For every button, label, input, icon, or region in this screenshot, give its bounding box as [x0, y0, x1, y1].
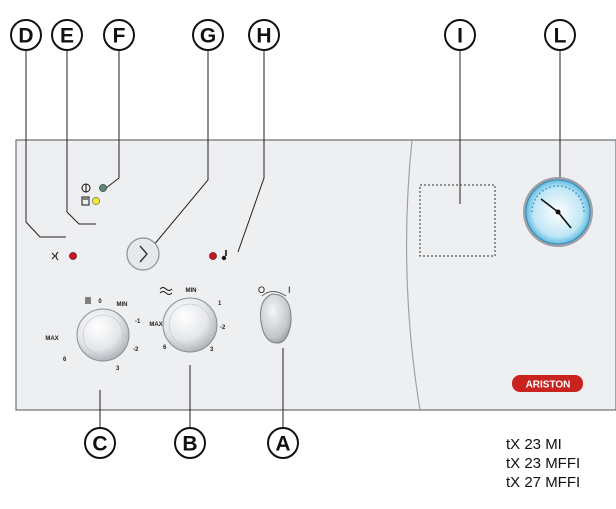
model-label: tX 23 MI [506, 436, 562, 453]
dhw-temperature-knob[interactable] [162, 297, 218, 353]
heating-tick-3: 3 [116, 366, 120, 372]
heating-tick-min: MIN [117, 302, 128, 308]
heating-tick-2: -2 [133, 347, 139, 353]
heating-tick-max: MAX [45, 336, 58, 342]
svg-text:F: F [113, 25, 126, 48]
leader-G [152, 50, 209, 247]
svg-text:A: A [275, 433, 290, 456]
svg-text:B: B [182, 433, 197, 456]
radiator-icon [85, 297, 91, 304]
svg-text:H: H [256, 25, 271, 48]
heating-temperature-knob[interactable] [76, 308, 130, 362]
leader-D [25, 50, 66, 238]
leader-F [105, 50, 120, 189]
ariston-logo: ARISTON [512, 375, 583, 392]
fault-led [92, 197, 100, 205]
heating-tick-1: -1 [135, 319, 141, 325]
svg-text:C: C [92, 433, 107, 456]
dhw-tick-2: -2 [220, 325, 226, 331]
heating-tick-0: 0 [98, 299, 102, 305]
dhw-tick-max: MAX [149, 322, 162, 328]
boiler-panel [15, 139, 616, 411]
flame-led [69, 252, 77, 260]
leader-E [66, 50, 96, 225]
flame-lockout-icon [51, 251, 59, 261]
temperature-led [209, 252, 217, 260]
chevron-right-icon [139, 245, 148, 263]
switch-off-label: O [258, 285, 265, 295]
model-label: tX 27 MFFI [506, 474, 581, 491]
callout-H: H [248, 19, 280, 51]
svg-text:D: D [18, 25, 33, 48]
thermometer-icon [221, 250, 227, 261]
switch-on-label: I [288, 285, 291, 295]
callout-L: L [544, 19, 576, 51]
callout-E: E [51, 19, 83, 51]
gauge-needle [540, 198, 559, 213]
switch-arc [261, 291, 287, 297]
callout-G: G [192, 19, 224, 51]
dhw-tick-min: MIN [186, 288, 197, 294]
callout-C: C [84, 427, 116, 459]
callout-D: D [10, 19, 42, 51]
dhw-tick-3: 3 [210, 347, 214, 353]
callout-F: F [103, 19, 135, 51]
callout-I: I [444, 19, 476, 51]
svg-text:L: L [554, 25, 567, 48]
power-icon [81, 183, 91, 193]
callout-A: A [267, 427, 299, 459]
dhw-tick-6: 6 [163, 345, 167, 351]
dhw-tick-1: 1 [218, 301, 222, 307]
model-label: tX 23 MFFI [506, 455, 581, 472]
pressure-gauge [523, 177, 593, 247]
gauge-set-needle [557, 211, 572, 229]
callout-B: B [174, 427, 206, 459]
leader-lines [25, 50, 561, 428]
display-window [419, 184, 496, 257]
reset-button[interactable] [126, 237, 160, 271]
svg-text:G: G [200, 25, 216, 48]
water-waves-icon [159, 287, 173, 295]
reset-lock-icon [81, 196, 90, 206]
heating-tick-6: 6 [63, 357, 67, 363]
leader-H [237, 50, 265, 253]
svg-text:ARISTON: ARISTON [526, 380, 571, 391]
main-power-switch[interactable] [260, 293, 292, 344]
svg-text:I: I [457, 25, 463, 48]
svg-text:E: E [60, 25, 74, 48]
power-led [99, 184, 107, 192]
